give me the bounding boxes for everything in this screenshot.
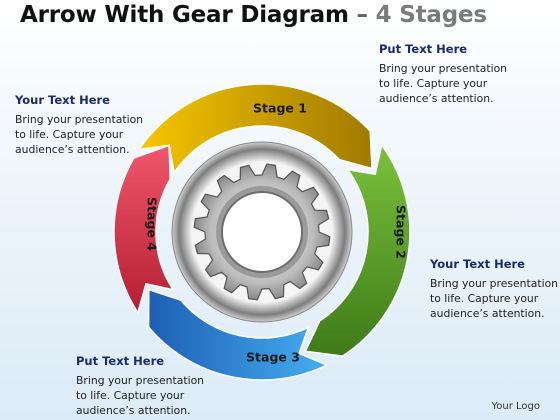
text-heading: Your Text Here bbox=[430, 257, 525, 271]
title-separator: – bbox=[356, 2, 369, 28]
text-heading: Put Text Here bbox=[76, 354, 165, 368]
text-line: audience’s attention. bbox=[15, 143, 130, 156]
text-line: to life. Capture your bbox=[76, 389, 185, 402]
gear-icon bbox=[171, 141, 353, 323]
text-body: Bring your presentation to life. Capture… bbox=[76, 373, 204, 418]
stage-4-arrow bbox=[113, 144, 175, 315]
text-line: audience’s attention. bbox=[430, 307, 545, 320]
text-line: audience’s attention. bbox=[76, 404, 191, 417]
stage-arrows bbox=[113, 83, 411, 381]
stage-3-label: Stage 3 bbox=[246, 350, 300, 365]
text-line: to life. Capture your bbox=[15, 128, 124, 141]
stage-2-label: Stage 2 bbox=[394, 205, 409, 259]
title-main: Arrow With Gear Diagram bbox=[20, 2, 349, 28]
text-heading: Your Text Here bbox=[15, 93, 110, 107]
text-line: audience’s attention. bbox=[379, 92, 494, 105]
text-block-bottom-left: Put Text Here Bring your presentation to… bbox=[76, 354, 204, 418]
title-stages: 4 Stages bbox=[375, 2, 487, 28]
stage-4-label: Stage 4 bbox=[145, 197, 160, 251]
text-line: Bring your presentation bbox=[76, 374, 205, 387]
gear-center-hole bbox=[221, 191, 303, 273]
text-block-bottom-right: Your Text Here Bring your presentation t… bbox=[430, 257, 558, 321]
stage-3-arrow bbox=[147, 288, 329, 381]
logo-placeholder: Your Logo bbox=[491, 401, 540, 412]
text-body: Bring your presentation to life. Capture… bbox=[15, 112, 143, 157]
text-heading: Put Text Here bbox=[379, 42, 468, 56]
text-line: Bring your presentation bbox=[15, 113, 144, 126]
text-line: Bring your presentation bbox=[430, 277, 559, 290]
stage-labels: Stage 1 Stage 2 Stage 3 Stage 4 bbox=[145, 101, 409, 365]
text-block-top-left: Your Text Here Bring your presentation t… bbox=[15, 93, 143, 157]
text-line: to life. Capture your bbox=[379, 77, 488, 90]
text-block-top-right: Put Text Here Bring your presentation to… bbox=[379, 42, 507, 106]
text-body: Bring your presentation to life. Capture… bbox=[379, 61, 507, 106]
text-line: Bring your presentation bbox=[379, 62, 508, 75]
text-body: Bring your presentation to life. Capture… bbox=[430, 276, 558, 321]
stage-1-label: Stage 1 bbox=[253, 101, 307, 116]
stage-2-arrow bbox=[304, 143, 411, 357]
page-title: Arrow With Gear Diagram – 4 Stages bbox=[20, 2, 487, 28]
text-line: to life. Capture your bbox=[430, 292, 539, 305]
stage-1-arrow bbox=[137, 83, 373, 175]
